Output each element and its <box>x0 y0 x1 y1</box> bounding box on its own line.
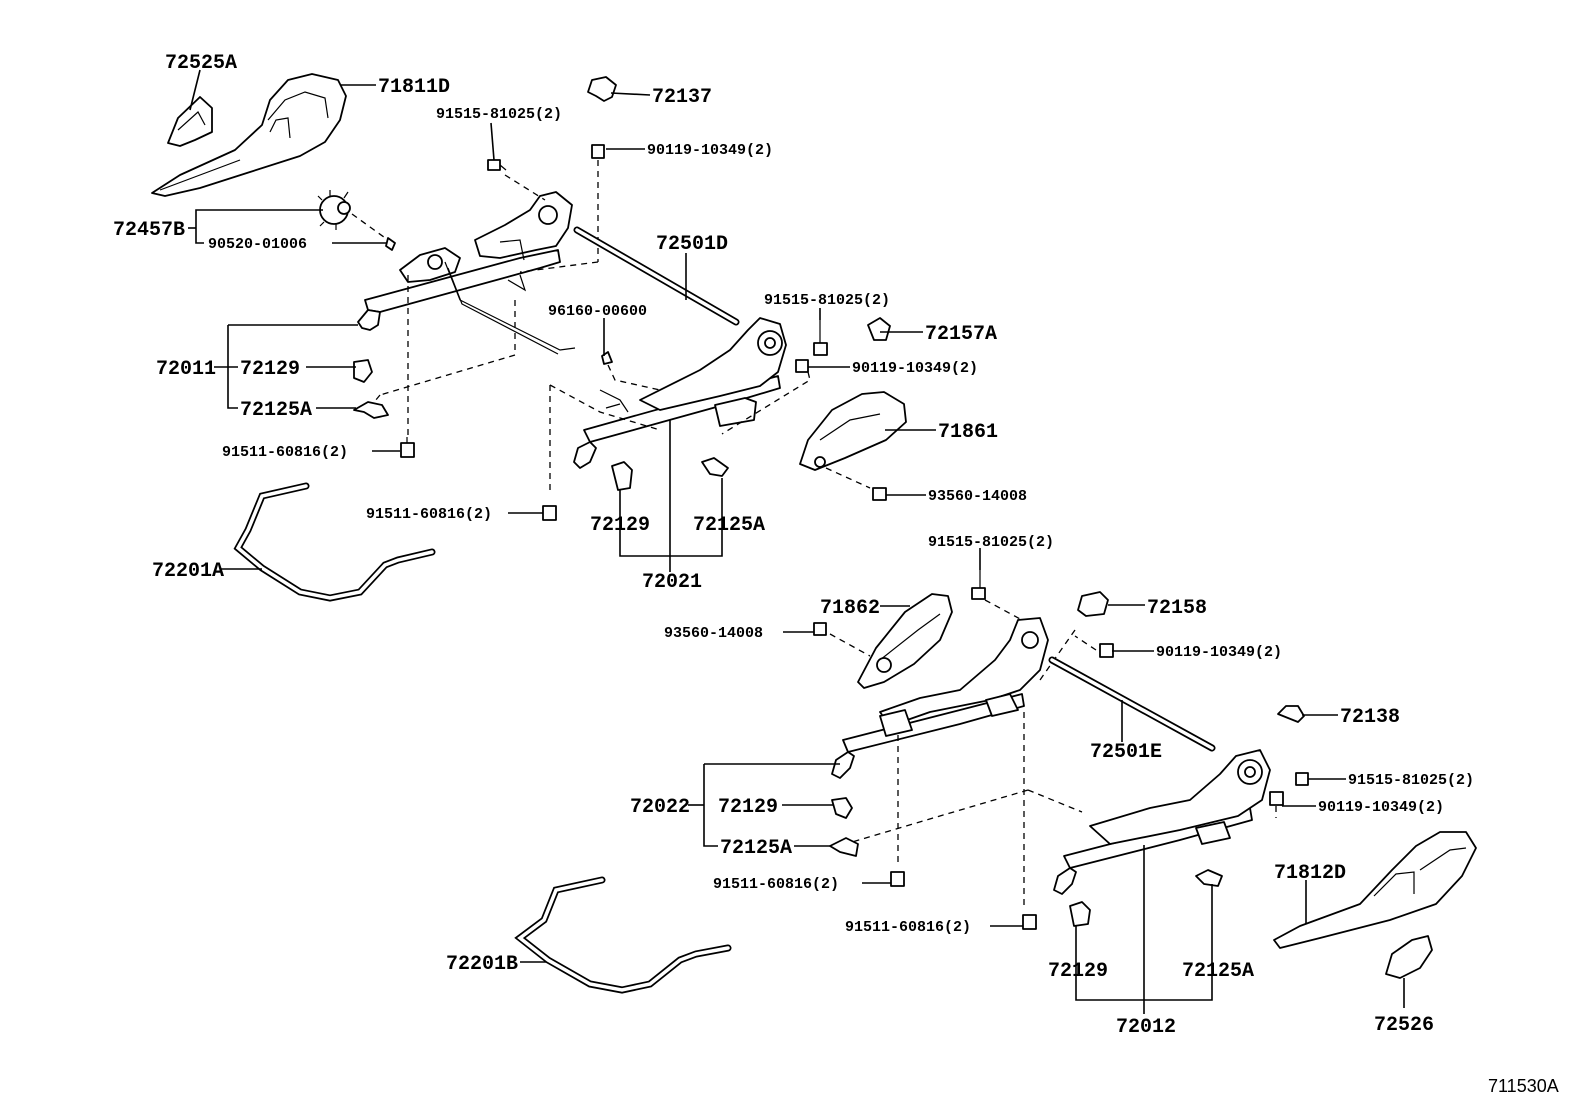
bolt-91511-upper-2 <box>542 505 557 521</box>
part-72125a-clip-2 <box>701 457 729 477</box>
callout-72125a-a: 72125A <box>240 399 312 422</box>
part-72129-clip-4 <box>1069 901 1091 927</box>
callout-91511-60816-d: 91511-60816(2) <box>845 919 971 936</box>
bolt-93560-upper <box>872 487 887 501</box>
callout-91515-81025-b: 91515-81025(2) <box>764 292 890 309</box>
callout-72525a: 72525A <box>165 52 237 75</box>
part-72138-cap <box>1277 705 1305 723</box>
callout-72501d: 72501D <box>656 233 728 256</box>
bolt-91515-lower-1 <box>971 570 986 600</box>
bolt-90119-lower-1 <box>1099 643 1114 658</box>
bolt-91515-upper-1 <box>487 159 507 171</box>
part-72129-clip-2 <box>611 461 633 491</box>
bolt-93560-lower <box>813 622 827 636</box>
part-72125a-clip-4 <box>1195 869 1223 887</box>
callout-91511-60816-a: 91511-60816(2) <box>222 444 348 461</box>
callout-71862: 71862 <box>820 597 880 620</box>
callout-72138: 72138 <box>1340 706 1400 729</box>
part-72201b-wire <box>514 876 732 994</box>
part-90520-pin <box>385 237 396 251</box>
part-72158-cap <box>1077 591 1109 617</box>
part-72129-clip-1 <box>353 359 373 383</box>
callout-71861: 71861 <box>938 421 998 444</box>
part-72125a-clip-3 <box>829 837 859 857</box>
part-72526-cover <box>1385 935 1433 979</box>
callout-72526: 72526 <box>1374 1014 1434 1037</box>
bolt-91515-upper-2 <box>813 320 828 356</box>
callout-90520-01006: 90520-01006 <box>208 236 307 253</box>
callout-72125a-b: 72125A <box>693 514 765 537</box>
callout-72137: 72137 <box>652 86 712 109</box>
callout-72129-a: 72129 <box>240 358 300 381</box>
part-71812d-cover <box>1273 831 1477 949</box>
callout-72022: 72022 <box>630 796 690 819</box>
callout-72201a: 72201A <box>152 560 224 583</box>
callout-72012: 72012 <box>1116 1016 1176 1039</box>
bolt-90119-lower-2 <box>1269 791 1284 806</box>
part-72501e-rod <box>1048 656 1216 752</box>
part-71811d-cover <box>151 73 347 197</box>
part-72525a-cover <box>167 96 213 147</box>
part-71861-cover <box>799 391 907 471</box>
callout-91511-60816-c: 91511-60816(2) <box>713 876 839 893</box>
callout-93560-14008-a: 93560-14008 <box>928 488 1027 505</box>
callout-72129-d: 72129 <box>1048 960 1108 983</box>
callout-72457b: 72457B <box>113 219 185 242</box>
callout-71812d: 71812D <box>1274 862 1346 885</box>
part-72129-clip-3 <box>831 797 853 819</box>
bolt-90119-upper-1 <box>591 144 605 159</box>
callout-91515-81025-a: 91515-81025(2) <box>436 106 562 123</box>
part-72022-seat-track <box>831 617 1049 779</box>
callout-90119-10349-d: 90119-10349(2) <box>1318 799 1444 816</box>
callout-72201b: 72201B <box>446 953 518 976</box>
callout-91515-81025-d: 91515-81025(2) <box>1348 772 1474 789</box>
callout-72501e: 72501E <box>1090 741 1162 764</box>
callout-72125a-d: 72125A <box>1182 960 1254 983</box>
part-72457b-knob <box>317 190 351 230</box>
part-72021-seat-track <box>573 317 787 469</box>
callout-90119-10349-a: 90119-10349(2) <box>647 142 773 159</box>
bolt-91511-lower-1 <box>890 871 905 887</box>
callout-72158: 72158 <box>1147 597 1207 620</box>
callout-72129-c: 72129 <box>718 796 778 819</box>
part-72157a-clip <box>867 317 891 341</box>
callout-90119-10349-b: 90119-10349(2) <box>852 360 978 377</box>
callout-90119-10349-c: 90119-10349(2) <box>1156 644 1282 661</box>
callout-91515-81025-c: 91515-81025(2) <box>928 534 1054 551</box>
part-72125a-clip-1 <box>353 401 389 419</box>
part-72501d-rod <box>573 226 740 326</box>
callout-72011: 72011 <box>156 358 216 381</box>
bolt-91511-upper-1 <box>400 437 415 458</box>
part-72201a-wire <box>233 482 436 602</box>
part-72137-cap <box>587 76 617 102</box>
part-72012-seat-track <box>1053 749 1271 895</box>
leader-lines <box>188 69 1405 1014</box>
bolt-91511-lower-2 <box>1022 914 1037 930</box>
callout-96160-00600: 96160-00600 <box>548 303 647 320</box>
part-71862-cover <box>857 593 953 689</box>
callout-93560-14008-b: 93560-14008 <box>664 625 763 642</box>
illustration-id: 711530A <box>1488 1076 1559 1096</box>
callout-91511-60816-b: 91511-60816(2) <box>366 506 492 523</box>
callout-72021: 72021 <box>642 571 702 594</box>
callout-72157a: 72157A <box>925 323 997 346</box>
callout-72125a-c: 72125A <box>720 837 792 860</box>
bolt-91515-lower-2 <box>1295 772 1309 786</box>
callout-72129-b: 72129 <box>590 514 650 537</box>
callout-71811d: 71811D <box>378 76 450 99</box>
part-72011-seat-track <box>357 191 576 355</box>
bolt-90119-upper-2 <box>795 359 809 373</box>
